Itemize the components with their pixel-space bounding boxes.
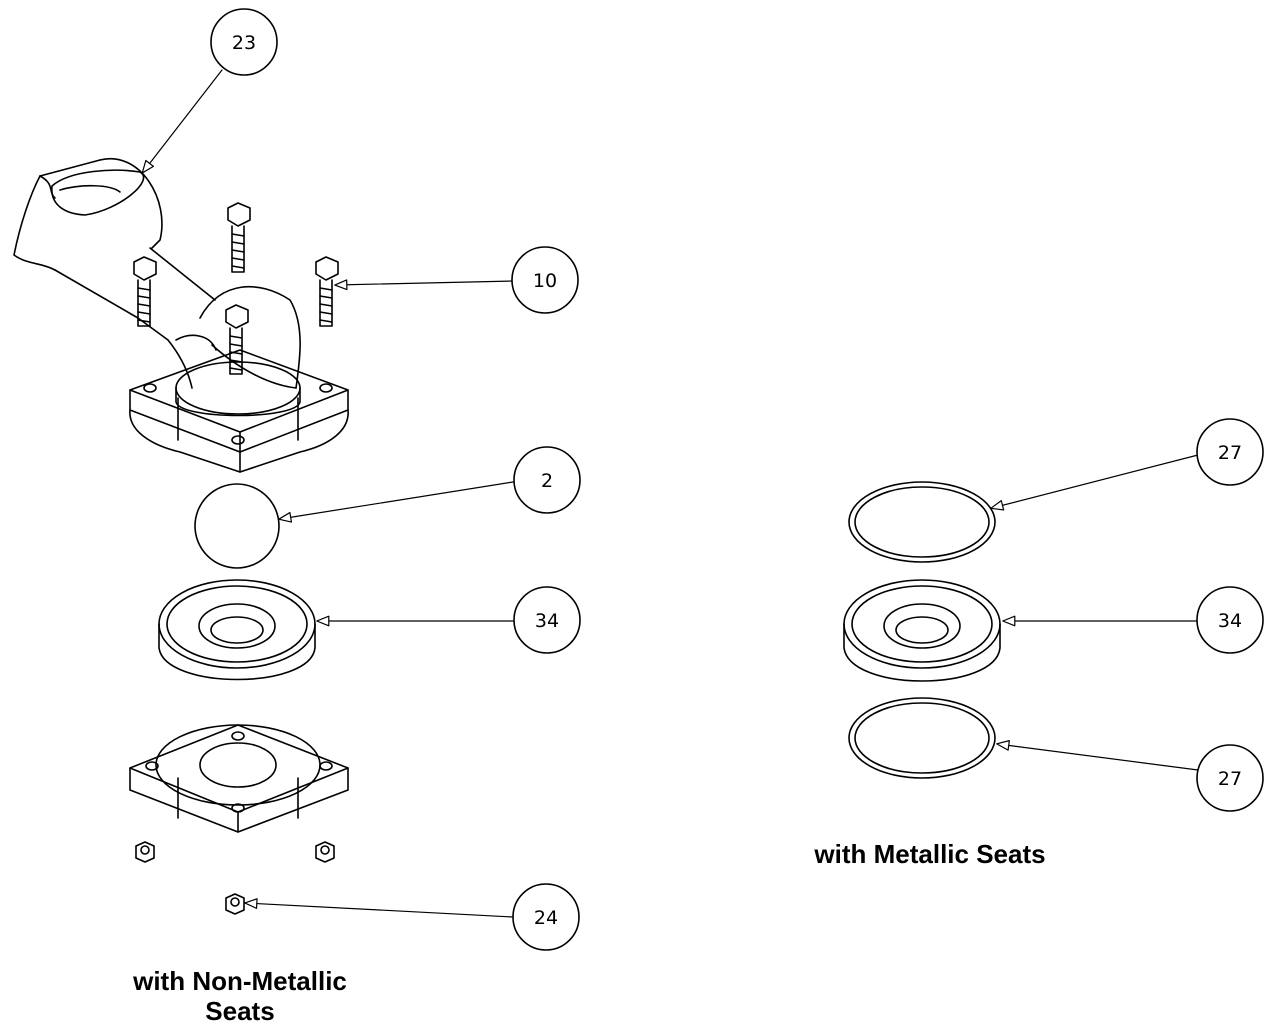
nut-part (135, 841, 155, 863)
nut-part (315, 841, 335, 863)
ball-part (194, 483, 280, 569)
top-flange-part (129, 349, 349, 473)
o-ring-bottom-part (848, 697, 996, 779)
callout-24-label: 24 (534, 907, 558, 929)
callout-23-label: 23 (232, 32, 256, 54)
callout-27-bottom-label: 27 (1218, 768, 1242, 790)
callout-27-bottom: 27 (1196, 744, 1264, 812)
callout-24: 24 (512, 883, 580, 951)
o-ring-top-part (848, 481, 996, 563)
seat-part-right (843, 579, 1001, 682)
callout-27-top-label: 27 (1218, 442, 1242, 464)
bolt-part (227, 202, 251, 273)
bolt-part (225, 304, 249, 375)
callout-34-right: 34 (1196, 586, 1264, 654)
callout-27-top: 27 (1196, 418, 1264, 486)
callout-34-right-label: 34 (1218, 610, 1242, 632)
bottom-flange-part (129, 724, 349, 833)
callout-10: 10 (511, 246, 579, 314)
callout-34-left-label: 34 (535, 610, 559, 632)
callout-2-label: 2 (541, 470, 553, 492)
callout-10-label: 10 (533, 270, 557, 292)
callout-34-left: 34 (513, 586, 581, 654)
seat-part-left (158, 579, 316, 681)
caption-non-metallic-seats: with Non-Metallic Seats (133, 966, 347, 1026)
bolt-part (315, 256, 339, 327)
caption-metallic-seats: with Metallic Seats (814, 839, 1046, 869)
callout-2: 2 (513, 446, 581, 514)
leader-lines (141, 69, 1199, 918)
bolt-part (133, 256, 157, 327)
nut-part (225, 893, 245, 915)
pipe-elbow-part (13, 157, 301, 389)
callout-23: 23 (210, 8, 278, 76)
